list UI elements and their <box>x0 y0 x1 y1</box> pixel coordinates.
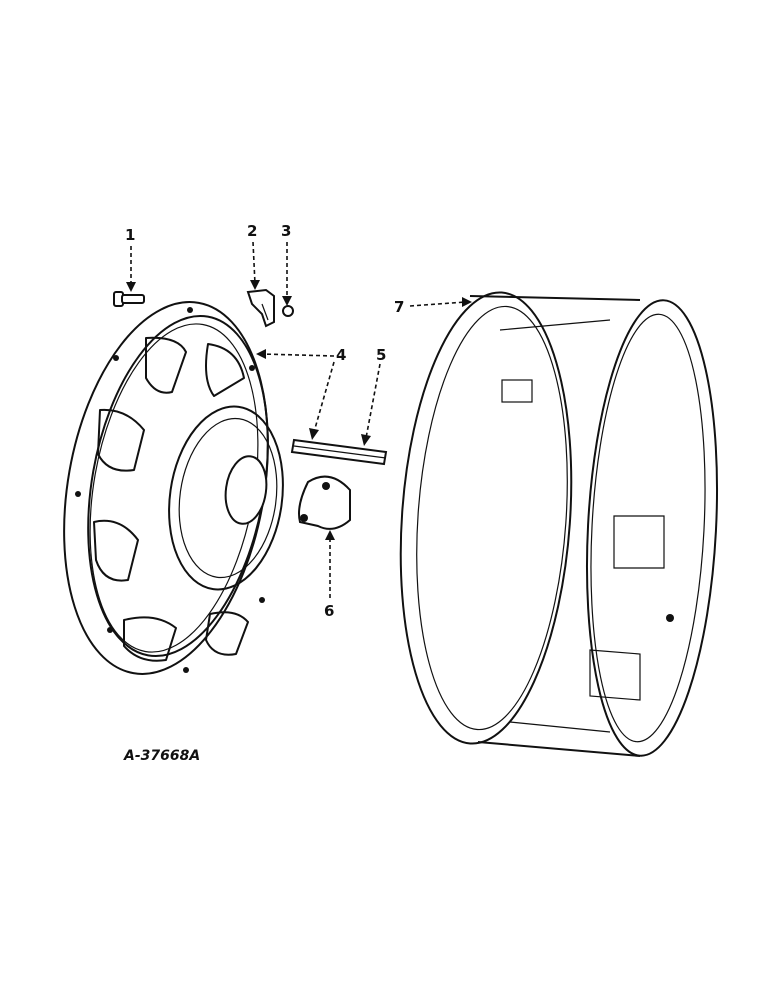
callout-5: 5 <box>376 346 386 364</box>
nut-icon <box>282 305 294 317</box>
callout-1: 1 <box>125 226 135 244</box>
wedge-icon <box>298 475 351 530</box>
callout-3: 3 <box>281 222 291 240</box>
figure-id-label: A-37668A <box>123 748 200 764</box>
clamp-icon <box>246 288 275 328</box>
callout-4: 4 <box>336 346 346 364</box>
callout-6: 6 <box>324 602 334 620</box>
callout-7: 7 <box>394 298 404 316</box>
leader-lines <box>126 241 472 598</box>
wheel-disc-icon <box>63 301 284 675</box>
bolt-icon <box>113 291 145 307</box>
rim-icon <box>399 291 719 757</box>
callout-2: 2 <box>247 222 257 240</box>
key-icon <box>290 438 388 466</box>
